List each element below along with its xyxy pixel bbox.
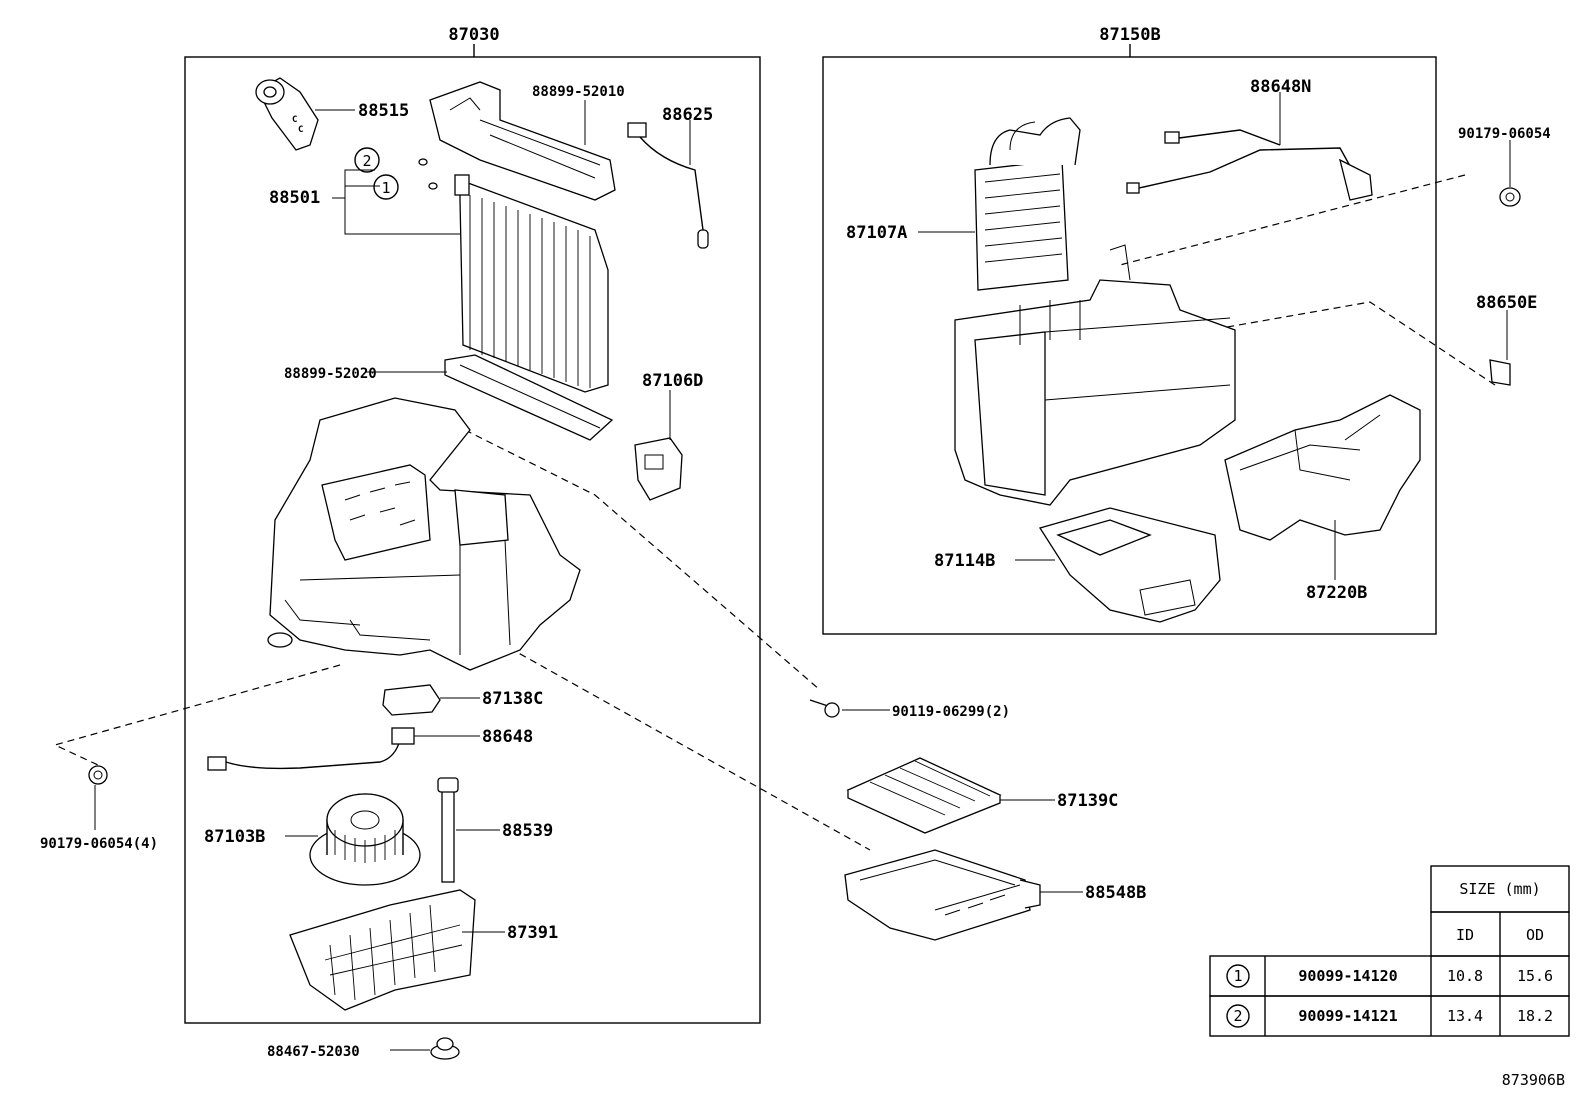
part-87114B-duct: 87114B: [934, 507, 1221, 623]
label-88548B: 88548B: [1085, 883, 1146, 903]
label-87106D: 87106D: [642, 371, 703, 391]
size-table-col-od: OD: [1526, 926, 1544, 944]
assembly-label-87150B: 87150B: [1099, 25, 1160, 45]
label-90119-06299: 90119-06299(2): [892, 704, 1010, 720]
label-87139C: 87139C: [1057, 791, 1118, 811]
part-87107A-heater-core: 87107A: [846, 117, 1081, 291]
part-heater-case: [954, 244, 1236, 506]
svg-text:C: C: [298, 125, 303, 135]
part-88899-52010-cover: 88899-52010: [429, 81, 625, 201]
label-87391: 87391: [507, 923, 558, 943]
label-88625: 88625: [662, 105, 713, 125]
label-87138C: 87138C: [482, 689, 543, 709]
part-87391-cover: 87391: [289, 889, 558, 1011]
label-88650E: 88650E: [1476, 293, 1537, 313]
size-table-col-id: ID: [1456, 926, 1474, 944]
label-88467-52030: 88467-52030: [267, 1044, 360, 1060]
part-88501-evaporator: 88501 2 1: [269, 147, 609, 393]
label-87114B: 87114B: [934, 551, 995, 571]
part-87220B-duct: 87220B: [1224, 394, 1421, 603]
label-88539: 88539: [502, 821, 553, 841]
part-87106D-servo: 87106D: [634, 371, 703, 501]
part-87138C-resistor: 87138C: [382, 684, 543, 716]
label-88648: 88648: [482, 727, 533, 747]
assembly-label-87030: 87030: [448, 25, 499, 45]
label-88648N: 88648N: [1250, 77, 1311, 97]
label-88501: 88501: [269, 188, 320, 208]
label-87220B: 87220B: [1306, 583, 1367, 603]
assembly-87030-box: 87030: [184, 25, 761, 1024]
label-88899-52010: 88899-52010: [532, 84, 625, 100]
label-88515: 88515: [358, 101, 409, 121]
part-88467-52030-grommet: 88467-52030: [267, 1037, 460, 1060]
size-table-row1-mark: 1: [1233, 967, 1242, 985]
size-table-row1-id: 10.8: [1447, 967, 1483, 985]
label-87107A: 87107A: [846, 223, 907, 243]
part-87103B-blower-motor: 87103B: [204, 793, 421, 886]
size-table-row2-id: 13.4: [1447, 1007, 1483, 1025]
size-table-header: SIZE (mm): [1459, 880, 1540, 898]
part-88515-sensor: C C 88515: [255, 77, 409, 151]
svg-text:C: C: [292, 115, 297, 125]
callout-1: 1: [381, 179, 390, 197]
part-90179-06054-nut: 90179-06054: [1458, 126, 1551, 207]
part-88625-thermistor: 88625: [627, 105, 713, 249]
callout-2: 2: [362, 152, 371, 170]
size-table-row2-od: 18.2: [1517, 1007, 1553, 1025]
part-87139C-filter: 87139C: [846, 757, 1118, 834]
part-90119-06299-screw: 90119-06299(2): [809, 699, 1010, 720]
diagram-code: 873906B: [1502, 1071, 1565, 1089]
label-88899-52020: 88899-52020: [284, 366, 377, 382]
size-table-row1-part: 90099-14120: [1298, 967, 1397, 985]
size-table-row1-od: 15.6: [1517, 967, 1553, 985]
label-90179-06054-4: 90179-06054(4): [40, 836, 158, 852]
part-88899-52020-seal: 88899-52020: [284, 354, 614, 441]
part-90179-06054-4-nut: 90179-06054(4): [40, 765, 158, 852]
assembly-87150B-box: 87150B: [822, 25, 1437, 635]
size-table-row2-part: 90099-14121: [1298, 1007, 1397, 1025]
label-87103B: 87103B: [204, 827, 265, 847]
part-88548B-filter-case: 88548B: [844, 849, 1146, 941]
part-88648N-harness: 88648N: [1126, 77, 1373, 201]
part-88648-harness: 88648: [207, 727, 533, 771]
part-88539-hose: 88539: [437, 777, 553, 883]
size-table-row2-mark: 2: [1233, 1007, 1242, 1025]
part-blower-case: [267, 397, 581, 671]
part-88650E-sensor: 88650E: [1476, 293, 1537, 386]
label-90179-06054: 90179-06054: [1458, 126, 1551, 142]
size-table: SIZE (mm) ID OD 1 90099-14120 10.8 15.6 …: [1209, 865, 1570, 1037]
